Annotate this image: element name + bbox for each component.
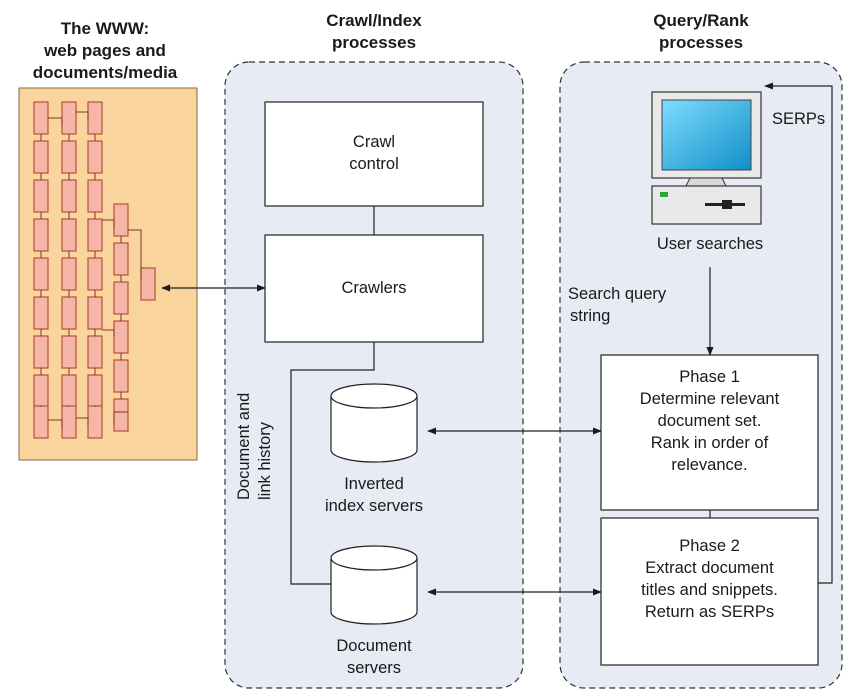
phase2-box	[600, 517, 819, 666]
web-page-icon	[61, 140, 77, 174]
web-page-icon	[61, 179, 77, 213]
web-page-icon	[33, 218, 49, 252]
web-page-icon	[87, 257, 103, 291]
document-link-history-label: Document and link history	[235, 392, 274, 500]
www-heading: The WWW: web pages and documents/media	[32, 19, 178, 82]
web-page-icon	[33, 179, 49, 213]
query-rank-heading: Query/Rank processes	[653, 11, 749, 52]
web-page-icon	[33, 101, 49, 135]
web-page-icon	[33, 140, 49, 174]
web-page-icon	[61, 335, 77, 369]
phase1-label: Phase 1 Determine relevant document set.…	[639, 368, 780, 474]
web-page-icon	[113, 203, 129, 237]
crawlers-box	[264, 234, 484, 343]
web-page-icon	[87, 218, 103, 252]
serps-label: SERPs	[772, 110, 826, 128]
web-page-icon	[33, 335, 49, 369]
inverted-index-label: Inverted index servers	[324, 475, 424, 515]
document-servers-label: Document servers	[336, 637, 412, 677]
web-page-icon	[61, 405, 77, 439]
web-page-icon	[87, 140, 103, 174]
web-page-icon	[61, 374, 77, 408]
web-page-icon	[33, 296, 49, 330]
web-page-icon	[87, 179, 103, 213]
web-page-icon	[61, 101, 77, 135]
crawl-control-label: Crawl control	[349, 133, 399, 173]
web-page-icon	[33, 374, 49, 408]
web-page-icon	[33, 405, 49, 439]
crawl-index-heading: Crawl/Index processes	[326, 11, 422, 52]
web-page-icon	[61, 218, 77, 252]
user-searches-label: User searches	[656, 235, 764, 253]
web-page-icon	[61, 296, 77, 330]
crawl-index-panel	[224, 61, 524, 689]
document-link-history-connector	[290, 342, 375, 585]
web-page-icon	[61, 257, 77, 291]
web-page-icon	[113, 359, 129, 393]
web-page-icon	[87, 335, 103, 369]
web-page-icon	[113, 281, 129, 315]
phase2-label: Phase 2 Extract document titles and snip…	[641, 537, 778, 621]
document-servers-cylinder	[330, 545, 418, 625]
web-page-icon	[113, 242, 129, 276]
crawl-control-box	[264, 101, 484, 207]
search-query-label: Search query string	[568, 285, 667, 325]
computer-icon	[651, 91, 762, 225]
web-page-icon	[140, 267, 156, 301]
web-page-icon	[33, 257, 49, 291]
web-page-icon	[113, 398, 129, 432]
web-page-icon	[87, 405, 103, 439]
web-page-icon	[113, 320, 129, 354]
web-page-icon	[87, 374, 103, 408]
web-page-icon	[87, 101, 103, 135]
inverted-index-cylinder	[330, 383, 418, 463]
www-web-pages-graphic	[18, 87, 198, 461]
crawlers-label: Crawlers	[341, 279, 407, 297]
serps-return-arrow	[764, 82, 833, 584]
web-page-icon	[87, 296, 103, 330]
